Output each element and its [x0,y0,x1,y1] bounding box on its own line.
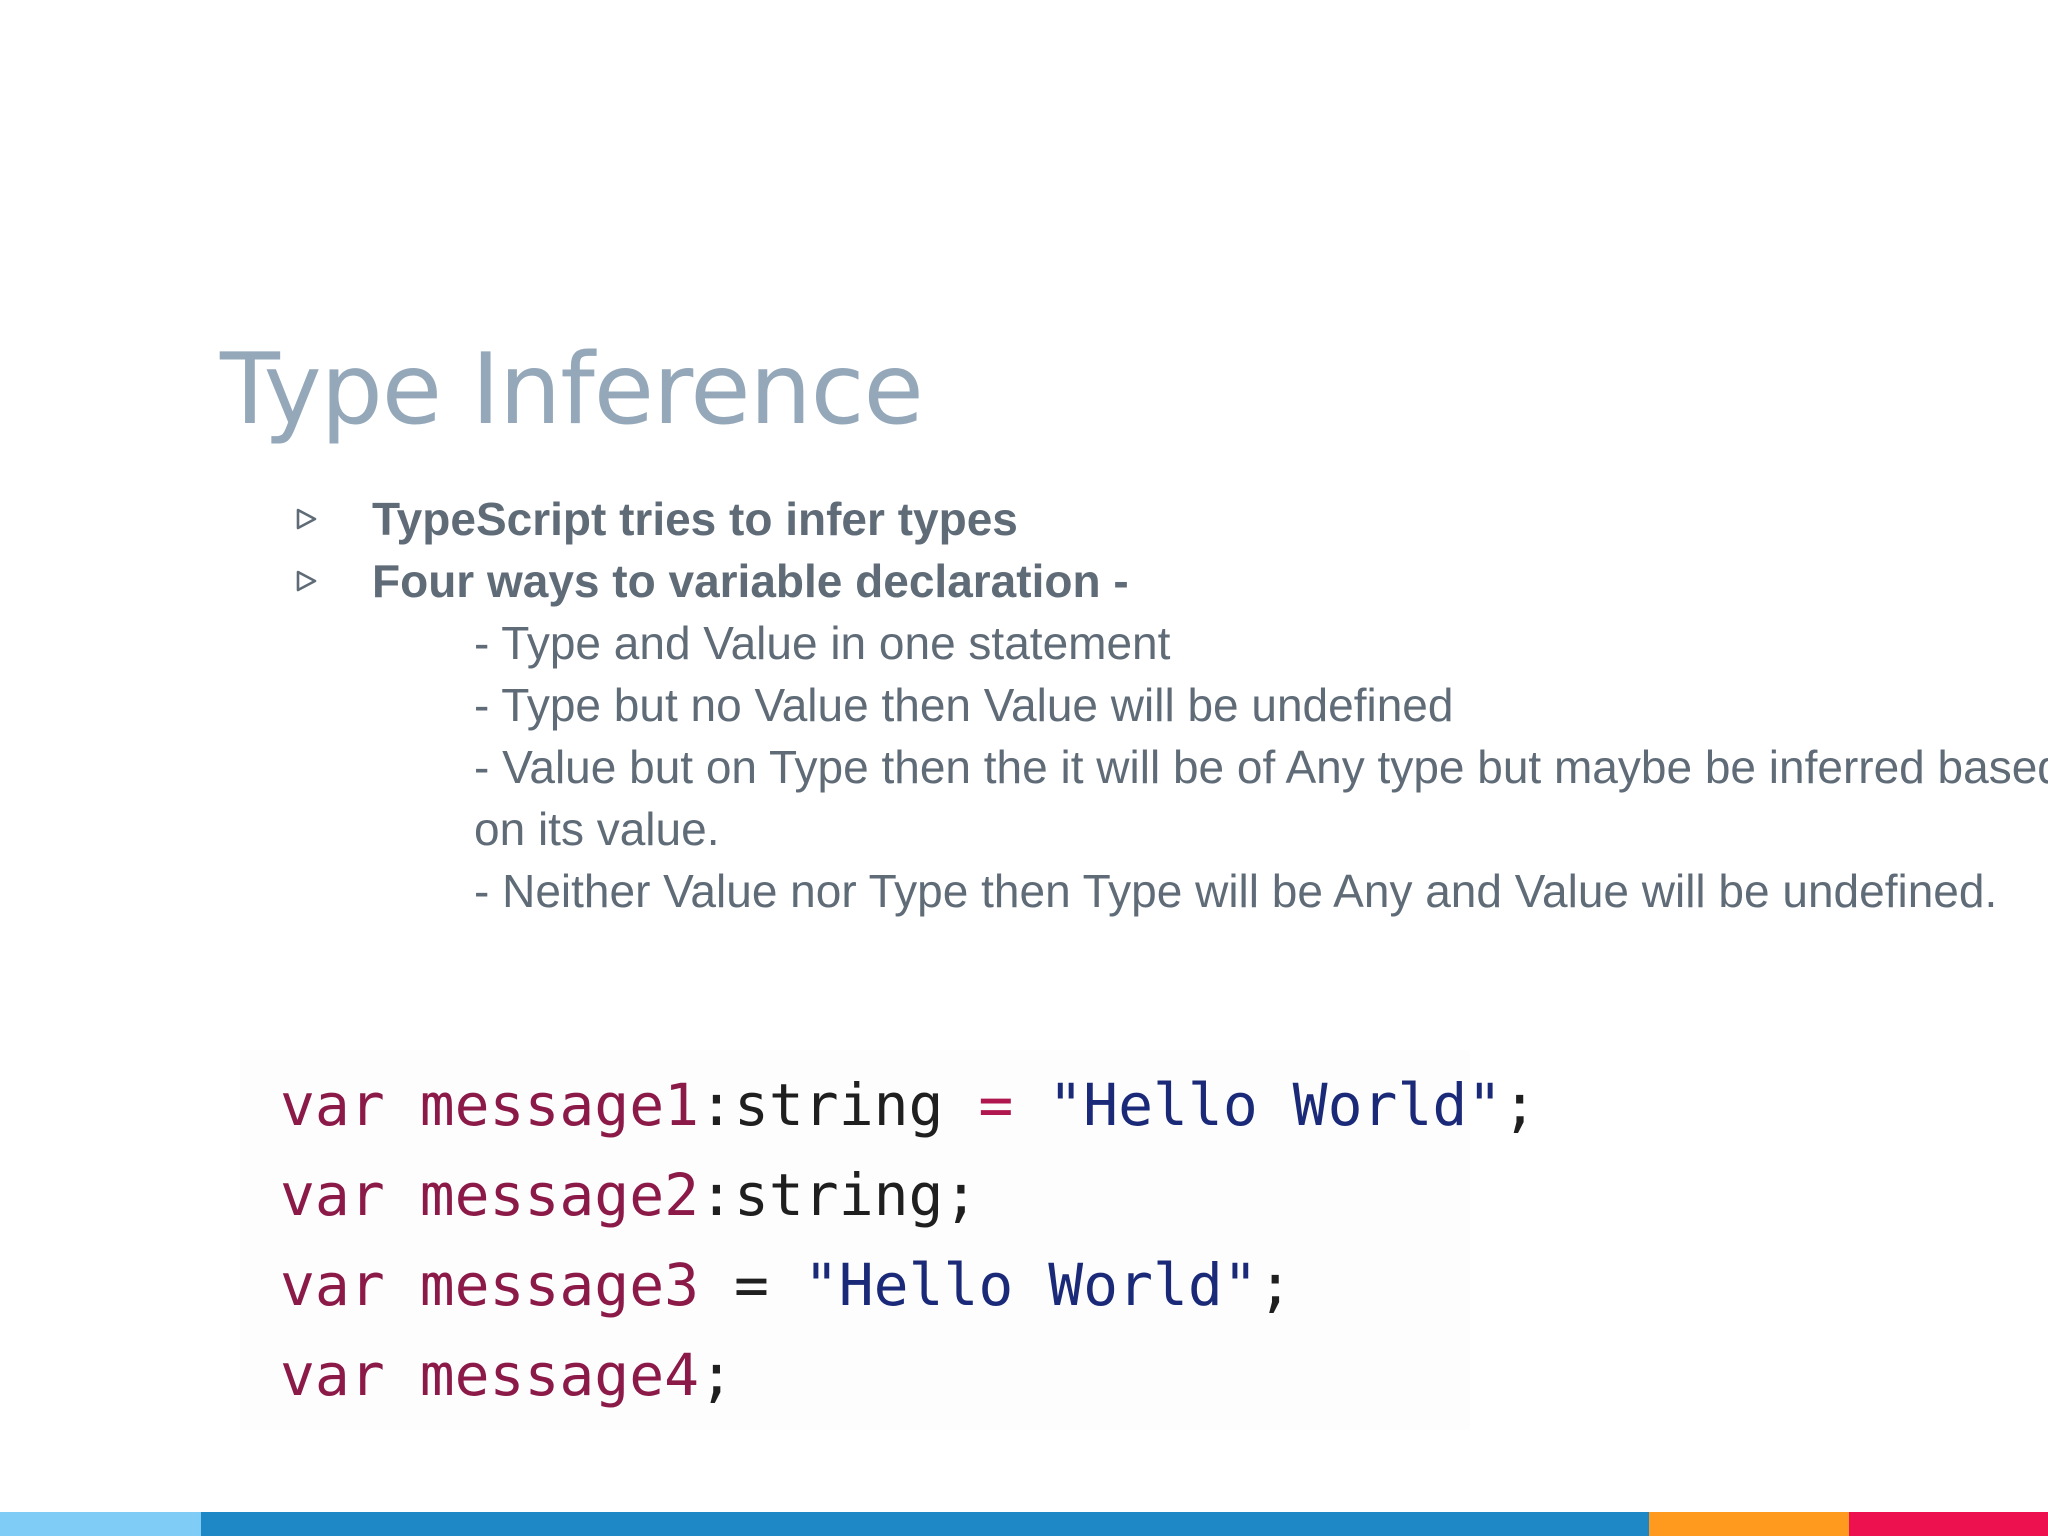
code-string: "Hello World" [803,1251,1258,1319]
bullet-list: TypeScript tries to infer types Four way… [290,488,1910,612]
code-identifier: message2 [419,1161,700,1229]
code-terminator: ; [1257,1251,1293,1319]
code-keyword: var [280,1341,385,1409]
code-terminator: ; [699,1341,734,1409]
code-line: var message3 = "Hello World"; [280,1250,1293,1320]
footer-color-segment [200,1512,1649,1536]
code-line: var message1:string = "Hello World"; [280,1070,1537,1140]
footer-color-segment [0,1512,201,1536]
code-snippet: var message1:string = "Hello World"; var… [240,1050,1537,1430]
code-operator: = [978,1071,1014,1139]
code-keyword: var [280,1071,385,1139]
sub-point: - Value but on Type then the it will be … [474,741,2048,855]
triangle-right-outline-icon [290,550,320,612]
sub-point: - Type and Value in one statement [474,617,1171,669]
code-identifier: message4 [419,1341,700,1409]
code-type-annotation: :string [699,1161,944,1229]
code-keyword: var [280,1251,385,1319]
code-line: var message2:string; [280,1160,978,1230]
code-type-annotation: :string [699,1071,944,1139]
footer-color-bar [0,1512,2048,1536]
sub-point: - Neither Value nor Type then Type will … [474,865,1998,917]
bullet-item: TypeScript tries to infer types [290,488,1910,550]
slide-title: Type Inference [220,333,924,447]
code-identifier: message3 [419,1251,700,1319]
bullet-text: TypeScript tries to infer types [372,493,1018,545]
footer-color-segment [1849,1512,2048,1536]
code-string: "Hello World" [1048,1071,1503,1139]
code-identifier: message1 [419,1071,700,1139]
bullet-text: Four ways to variable declaration - [372,555,1129,607]
footer-color-segment [1648,1512,1850,1536]
sub-point: - Type but no Value then Value will be u… [474,679,1454,731]
sub-point-list: - Type and Value in one statement - Type… [290,612,2048,922]
code-line: var message4; [280,1340,734,1410]
triangle-right-outline-icon [290,488,320,550]
code-terminator: ; [1502,1071,1538,1139]
code-operator: = [733,1251,769,1319]
code-terminator: ; [943,1161,979,1229]
bullet-item: Four ways to variable declaration - [290,550,1910,612]
code-keyword: var [280,1161,385,1229]
